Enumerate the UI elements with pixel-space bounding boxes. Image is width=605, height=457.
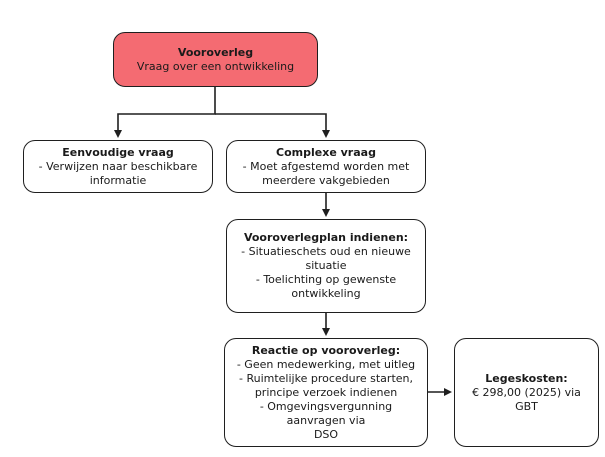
node-line: - Verwijzen naar beschikbare [38,159,198,173]
node-line: principe verzoek indienen [254,385,398,399]
connector-root-to-complex [215,113,330,138]
node-complexe-vraag: Complexe vraag - Moet afgestemd worden m… [226,140,426,193]
node-reactie-op-vooroverleg: Reactie op vooroverleg: - Geen medewerki… [224,338,428,447]
node-title: Reactie op vooroverleg: [251,343,401,357]
node-line: - Ruimtelijke procedure starten, [238,371,413,385]
node-title: Eenvoudige vraag [62,145,174,159]
node-title: Legeskosten: [485,371,568,385]
node-line: Vraag over een ontwikkeling [136,59,295,73]
node-line: - Toelichting op gewenste [255,273,397,286]
connector-root-to-simple [114,87,216,138]
node-line: informatie [89,173,147,187]
node-vooroverleg: Vooroverleg Vraag over een ontwikkeling [113,32,318,87]
node-title: Vooroverlegplan indienen: [243,231,409,244]
node-eenvoudige-vraag: Eenvoudige vraag - Verwijzen naar beschi… [23,140,213,193]
node-line: meerdere vakgebieden [262,173,390,187]
node-line: € 298,00 (2025) via GBT [472,385,581,413]
node-line: DSO [313,427,339,441]
node-vooroverlegplan-indienen: Vooroverlegplan indienen: - Situatiesche… [226,219,426,313]
node-legeskosten: Legeskosten: € 298,00 (2025) via GBT [454,338,599,447]
node-line: - Moet afgestemd worden met [242,159,410,173]
node-title: Complexe vraag [276,145,376,159]
node-line: situatie [305,259,347,272]
node-line: ontwikkeling [291,287,361,300]
node-line: - Situatieschets oud en nieuwe [241,245,411,258]
node-line: - Omgevingsvergunning aanvragen via [259,399,393,427]
node-title: Vooroverleg [177,45,254,59]
node-line: - Geen medewerking, met uitleg [236,357,416,371]
